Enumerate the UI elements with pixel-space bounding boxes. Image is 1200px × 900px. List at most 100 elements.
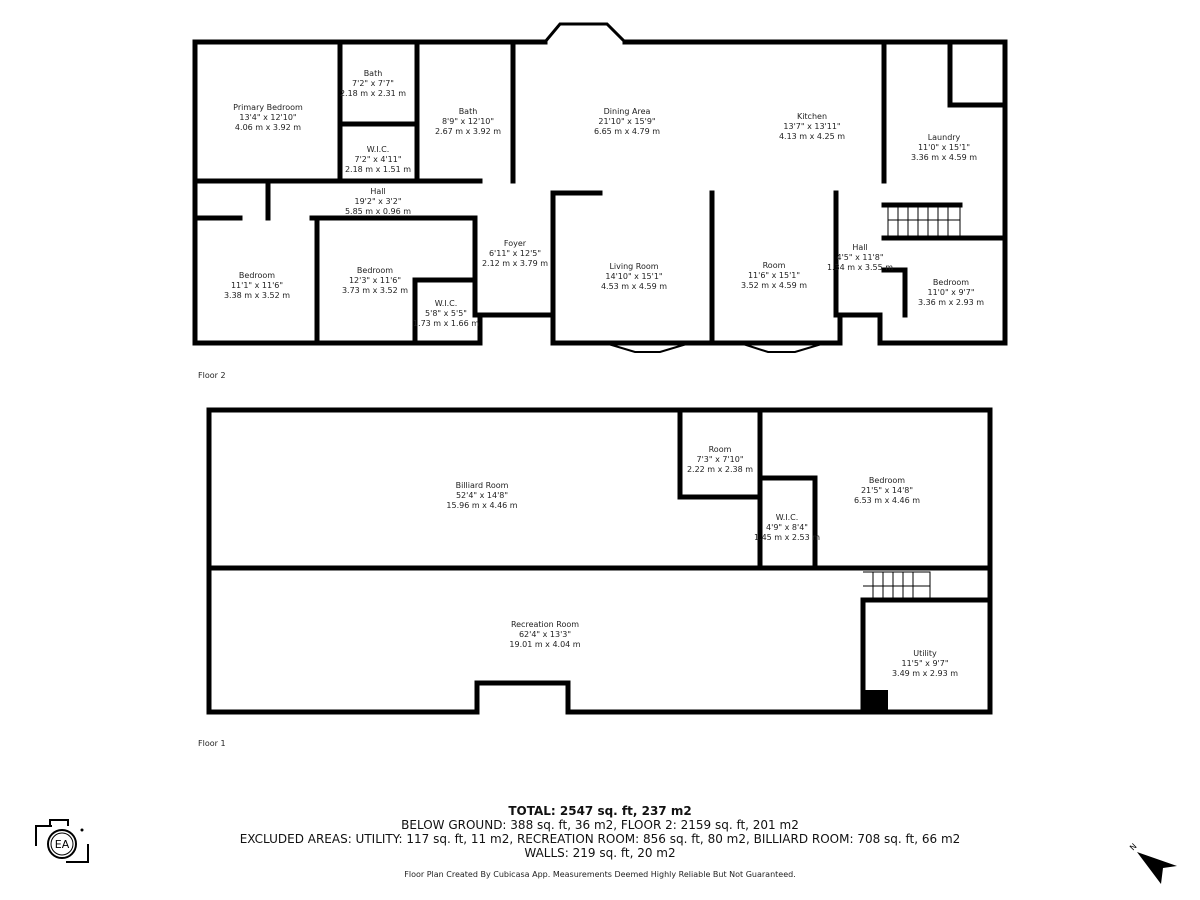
room-name: Bedroom — [356, 266, 394, 275]
room-dim-m: 3.73 m x 3.52 m — [341, 286, 409, 295]
room-name: Foyer — [503, 239, 527, 248]
walls-area: WALLS: 219 sq. ft, 20 m2 — [524, 846, 676, 860]
room-name: Bath — [363, 69, 383, 78]
room-dim-ft: 11'1" x 11'6" — [230, 281, 284, 290]
room-name: W.I.C. — [434, 299, 458, 308]
room-name: Utility — [913, 649, 937, 658]
room-name: Laundry — [927, 133, 961, 142]
room-dim-m: 3.38 m x 3.52 m — [223, 291, 291, 300]
north-arrow-icon: N — [1128, 842, 1177, 884]
room-dim-ft: 4'9" x 8'4" — [766, 523, 808, 532]
room-name: Living Room — [609, 262, 659, 271]
room-name: Bedroom — [868, 476, 906, 485]
room-dim-m: 2.22 m x 2.38 m — [686, 465, 754, 474]
room-dim-ft: 4'5" x 11'8" — [836, 253, 884, 262]
room-dim-m: 3.36 m x 4.59 m — [910, 153, 978, 162]
room-name: W.I.C. — [775, 513, 799, 522]
room-name: Primary Bedroom — [233, 103, 303, 112]
room-dim-ft: 5'8" x 5'5" — [425, 309, 467, 318]
area-summary: TOTAL: 2547 sq. ft, 237 m2 BELOW GROUND:… — [0, 804, 1200, 860]
room-dim-m: 2.12 m x 3.79 m — [481, 259, 549, 268]
room-name: W.I.C. — [366, 145, 390, 154]
room-name: Hall — [370, 187, 386, 196]
room-dim-ft: 62'4" x 13'3" — [518, 630, 572, 639]
room-dim-ft: 7'2" x 4'11" — [354, 155, 402, 164]
room-dim-m: 4.06 m x 3.92 m — [234, 123, 302, 132]
room-name: Room — [762, 261, 786, 270]
room-dim-m: 6.53 m x 4.46 m — [853, 496, 921, 505]
room-dim-m: 4.53 m x 4.59 m — [600, 282, 668, 291]
floor-1-stairs — [863, 571, 931, 601]
room-name: Recreation Room — [510, 620, 580, 629]
footer-disclaimer: Floor Plan Created By Cubicasa App. Meas… — [404, 870, 796, 879]
room-wic-1: W.I.C.7'2" x 4'11"2.18 m x 1.51 m — [345, 145, 411, 175]
room-dim-m: 6.65 m x 4.79 m — [593, 127, 661, 136]
room-dim-ft: 21'5" x 14'8" — [860, 486, 914, 495]
floor-2-bay-windows — [604, 342, 826, 353]
room-dim-ft: 14'10" x 15'1" — [605, 272, 663, 281]
room-dim-m: 3.36 m x 2.93 m — [917, 298, 985, 307]
room-dim-m: 15.96 m x 4.46 m — [446, 501, 518, 510]
room-name: Room — [708, 445, 732, 454]
room-name: Bedroom — [932, 278, 970, 287]
room-dim-m: 3.52 m x 4.59 m — [740, 281, 808, 290]
room-wic-lower: W.I.C.4'9" x 8'4"1.45 m x 2.53 m — [754, 513, 820, 543]
floor-2-stairs — [887, 204, 961, 237]
room-dim-m: 19.01 m x 4.04 m — [509, 640, 581, 649]
room-name: Hall — [852, 243, 868, 252]
utility-block — [863, 690, 888, 712]
excluded-areas: EXCLUDED AREAS: UTILITY: 117 sq. ft, 11 … — [239, 832, 961, 846]
room-name: Billiard Room — [455, 481, 509, 490]
floor-1-walls — [206, 407, 993, 715]
room-dim-m: 2.18 m x 2.31 m — [339, 89, 407, 98]
compass-label: N — [1128, 842, 1139, 853]
camera-logo-icon: EA — [35, 819, 89, 863]
svg-text:EA: EA — [55, 838, 70, 851]
floor-2-walls — [192, 22, 1008, 346]
room-dim-ft: 21'10" x 15'9" — [598, 117, 656, 126]
room-dim-ft: 19'2" x 3'2" — [354, 197, 402, 206]
room-dim-m: 3.49 m x 2.93 m — [891, 669, 959, 678]
total-area: TOTAL: 2547 sq. ft, 237 m2 — [508, 804, 692, 818]
floor-label: Floor 2 — [198, 371, 226, 380]
room-dim-ft: 13'4" x 12'10" — [239, 113, 297, 122]
room-dim-ft: 11'0" x 15'1" — [917, 143, 971, 152]
room-dim-ft: 7'2" x 7'7" — [352, 79, 394, 88]
room-dim-m: 1.45 m x 2.53 m — [753, 533, 821, 542]
room-name: Bath — [458, 107, 478, 116]
room-dim-m: 1.73 m x 1.66 m — [412, 319, 480, 328]
room-name: Bedroom — [238, 271, 276, 280]
room-dim-m: 4.13 m x 4.25 m — [778, 132, 846, 141]
room-dim-ft: 12'3" x 11'6" — [348, 276, 402, 285]
room-dim-m: 1.34 m x 3.55 m — [826, 263, 894, 272]
room-dim-ft: 52'4" x 14'8" — [455, 491, 509, 500]
below-ground-area: BELOW GROUND: 388 sq. ft, 36 m2, FLOOR 2… — [401, 818, 799, 832]
room-dim-ft: 6'11" x 12'5" — [488, 249, 542, 258]
room-dim-m: 2.18 m x 1.51 m — [344, 165, 412, 174]
room-dim-ft: 11'5" x 9'7" — [901, 659, 949, 668]
room-name: Kitchen — [796, 112, 828, 121]
room-dim-ft: 11'6" x 15'1" — [747, 271, 801, 280]
room-dim-ft: 8'9" x 12'10" — [441, 117, 495, 126]
room-dim-ft: 11'0" x 9'7" — [927, 288, 975, 297]
room-dim-m: 2.67 m x 3.92 m — [434, 127, 502, 136]
